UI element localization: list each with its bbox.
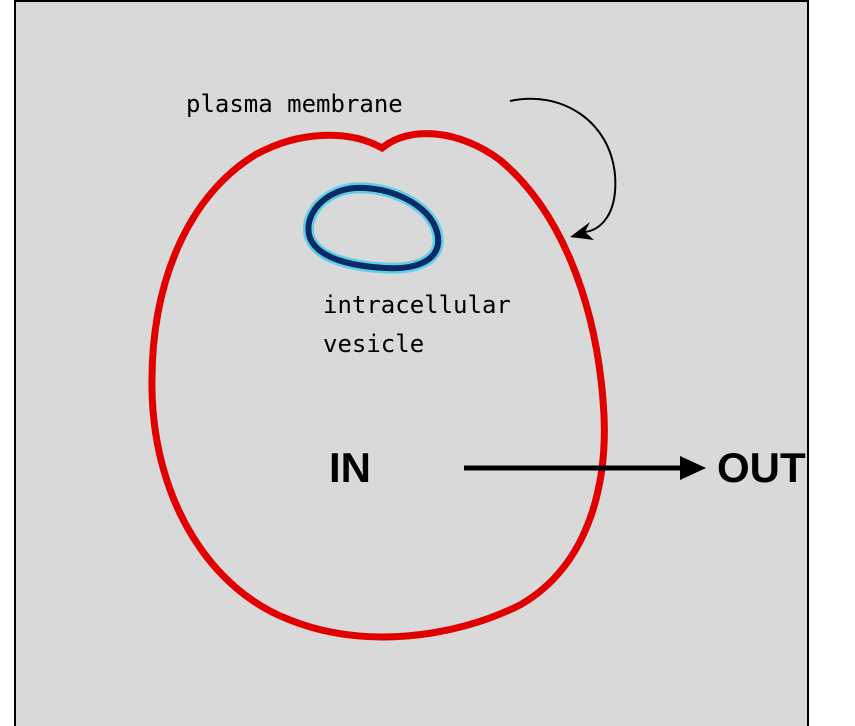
vesicle-label-line1: intracellular	[323, 291, 511, 319]
out-label: OUT	[717, 444, 806, 491]
plasma-membrane-label: plasma membrane	[186, 90, 403, 118]
membrane-pointer-arrowhead	[570, 222, 594, 240]
membrane-pointer-arrow	[509, 97, 617, 233]
diagram-panel	[14, 0, 809, 726]
intracellular-vesicle	[305, 184, 442, 272]
plasma-membrane-outline	[148, 130, 608, 641]
in-out-arrowhead	[680, 456, 706, 480]
in-label: IN	[329, 444, 371, 491]
vesicle-label-line2: vesicle	[323, 330, 424, 358]
